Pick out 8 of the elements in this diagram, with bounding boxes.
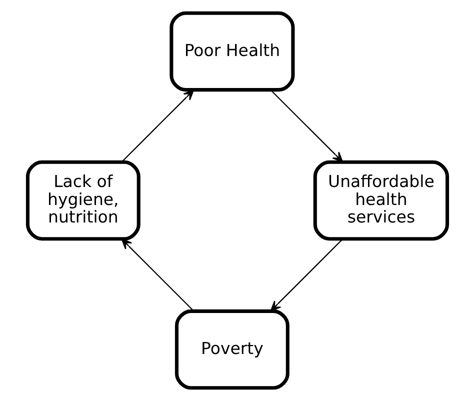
arrow <box>120 238 194 312</box>
node-box: Lack of hygiene, nutrition <box>25 160 140 241</box>
arrow <box>120 90 194 163</box>
node-box: Poverty <box>174 309 289 390</box>
arrow <box>270 238 343 312</box>
node-box: Unaffordable health services <box>312 160 449 241</box>
arrow <box>270 89 343 162</box>
node-box: Poor Health <box>169 11 294 92</box>
